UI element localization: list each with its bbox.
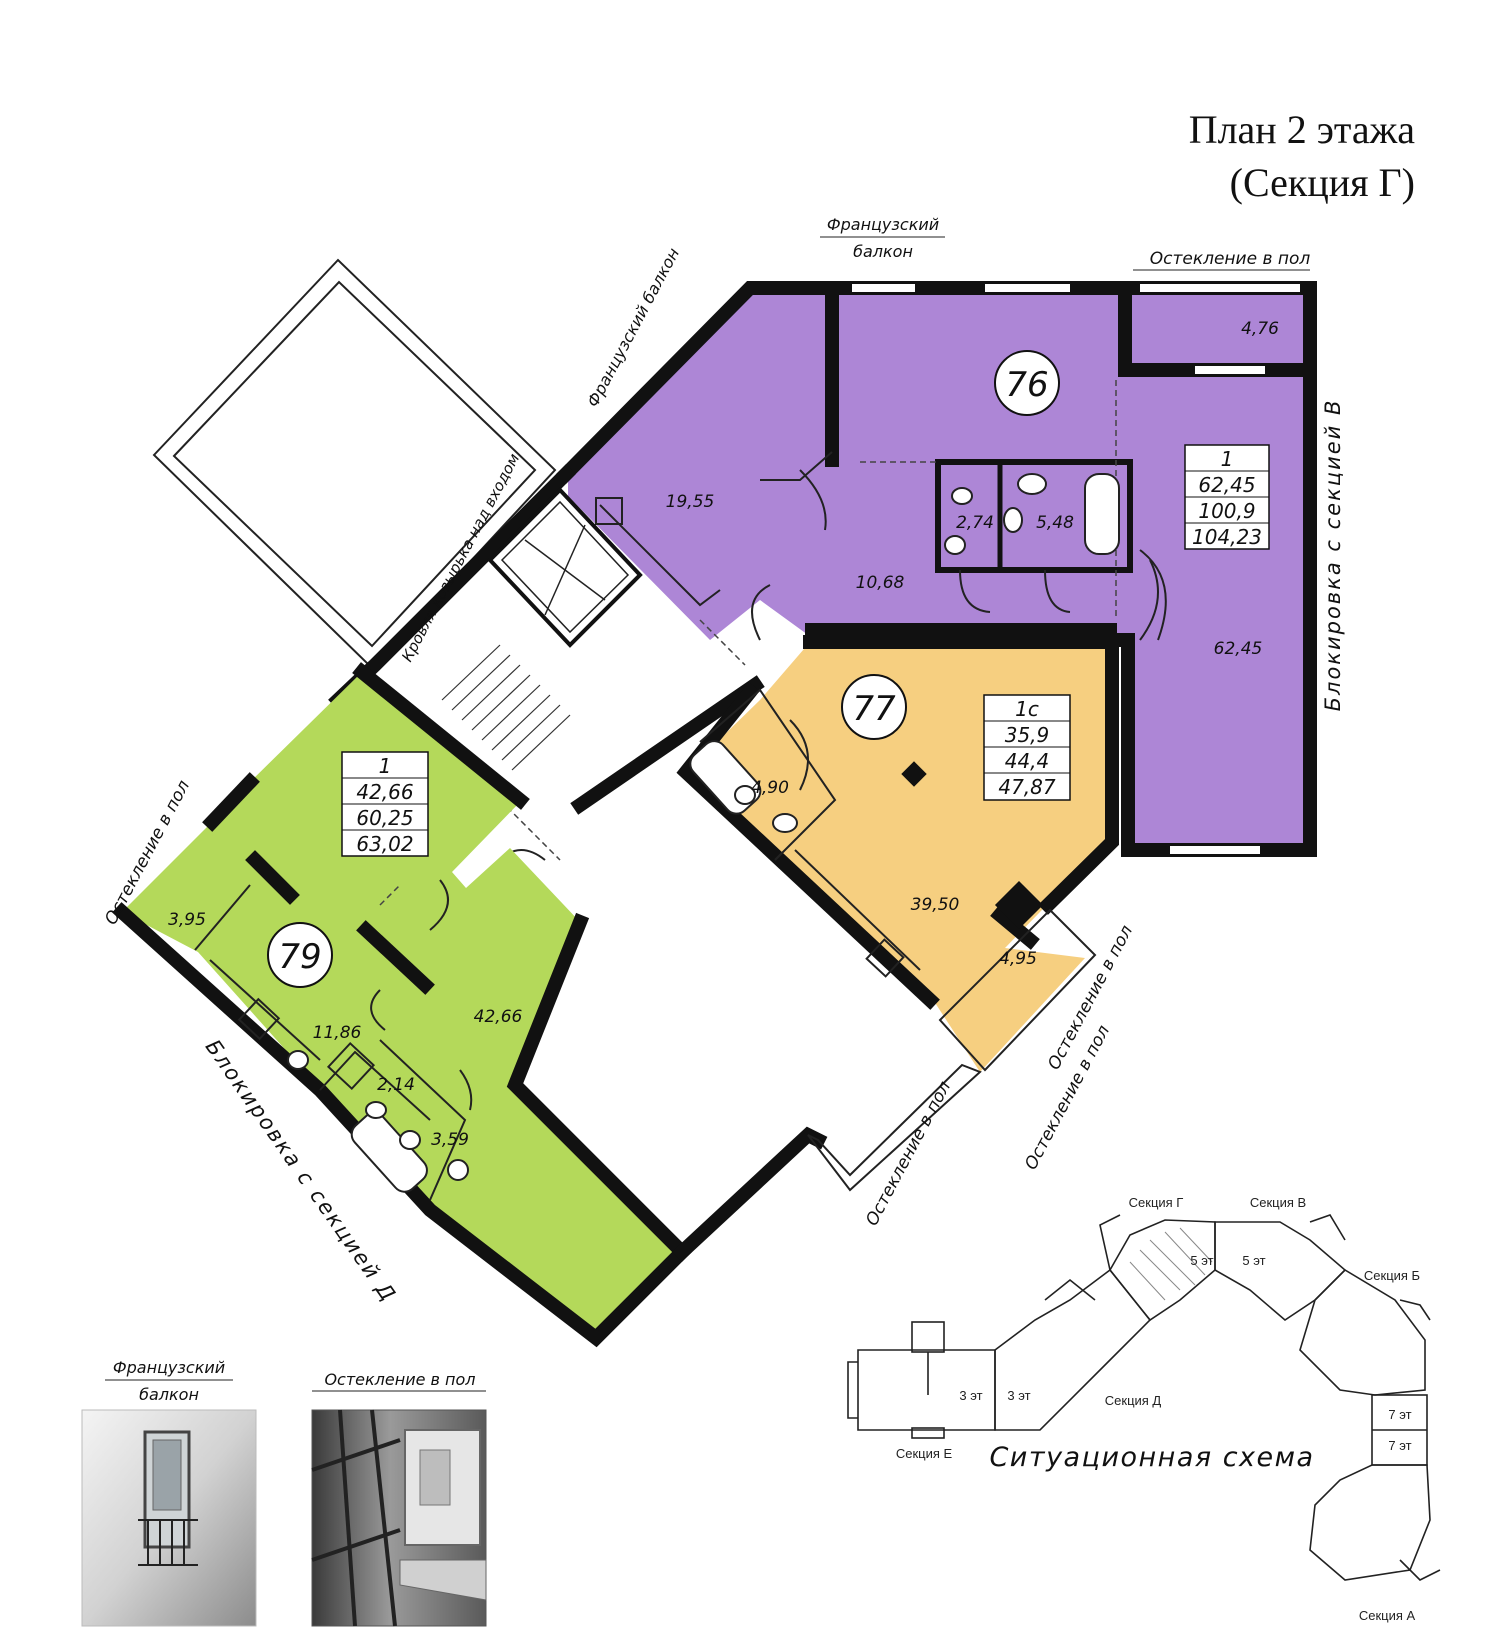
- room-77-bath-area: 4,90: [751, 778, 789, 798]
- section-g-label: Секция Г: [1129, 1195, 1184, 1210]
- apartment-79-living-area: 42,66: [356, 780, 413, 804]
- section-a-label: Секция А: [1359, 1608, 1416, 1623]
- apartment-79: 79 1 42,66 60,25 63,02 3,95 11,86 42,66 …: [112, 662, 692, 1348]
- room-79-kitchen-area: 11,86: [313, 1023, 362, 1043]
- apartment-77-total-area: 44,4: [1005, 749, 1050, 773]
- room-79-balcony-area: 3,95: [168, 910, 206, 930]
- room-79-bath-area: 3,59: [431, 1130, 469, 1150]
- apartment-79-total-area: 60,25: [356, 806, 413, 830]
- section-b-label: Секция Б: [1364, 1268, 1420, 1283]
- callout-block-v: Блокировка с секцией В: [1321, 399, 1345, 712]
- section-v-floors: 5 эт: [1242, 1253, 1265, 1268]
- room-76-balcony-area: 4,76: [1241, 319, 1279, 339]
- apartment-79-rooms: 1: [379, 754, 392, 778]
- canopy-roof-outline: [152, 258, 557, 670]
- apartment-77: 77 1с 35,9 44,4 47,87 4,90 39,50 4,95: [676, 635, 1119, 1072]
- title-line-1: План 2 этажа: [1189, 107, 1416, 152]
- title-line-2: (Секция Г): [1230, 160, 1415, 205]
- corridor-walls: [672, 1063, 982, 1262]
- section-v-label: Секция В: [1250, 1195, 1306, 1210]
- apartment-77-total-area-balcony: 47,87: [998, 775, 1056, 799]
- apartment-76-number: 76: [1005, 365, 1048, 405]
- callout-french-balcony-top-1: Французский: [827, 215, 939, 234]
- apartment-79-total-area-balcony: 63,02: [356, 832, 413, 856]
- legend-french-label-2: балкон: [139, 1385, 199, 1404]
- section-d-label: Секция Д: [1105, 1393, 1162, 1408]
- room-76-hall-area: 10,68: [856, 573, 905, 593]
- room-79-wc-area: 2,14: [377, 1075, 415, 1095]
- section-a-floors: 7 эт: [1388, 1438, 1411, 1453]
- legend: Французский балкон Остеклени: [81, 1358, 487, 1627]
- section-d-floors-1: 3 эт: [959, 1388, 982, 1403]
- section-b-floors: 7 эт: [1388, 1407, 1411, 1422]
- room-76-kitchen-area: 19,55: [666, 492, 715, 512]
- room-76-bath1-area: 2,74: [956, 513, 994, 533]
- section-g-floors: 5 эт: [1190, 1253, 1213, 1268]
- room-76-living-area: 62,45: [1214, 639, 1263, 659]
- callout-glazing-top-right: Остекление в пол: [1150, 249, 1311, 269]
- situation-scheme-title: Ситуационная схема: [989, 1442, 1314, 1473]
- apartment-76: 76 1 62,45 100,9 104,23 19,55 10,68 2,74…: [556, 281, 1317, 857]
- callout-glazing-bottom: Остекление в пол: [862, 1078, 955, 1229]
- apartment-77-living-area: 35,9: [1005, 723, 1050, 747]
- legend-french-label-1: Французский: [113, 1358, 225, 1377]
- apartment-76-living-area: 62,45: [1198, 473, 1255, 497]
- section-e-label: Секция Е: [896, 1446, 953, 1461]
- apartment-79-number-circle: [267, 922, 333, 988]
- apartment-77-number-circle: [841, 674, 907, 740]
- apartment-79-fill: [122, 672, 682, 1338]
- apartment-77-number: 77: [852, 689, 896, 729]
- room-79-living-area: 42,66: [474, 1007, 523, 1027]
- apartment-76-total-area: 100,9: [1198, 499, 1255, 523]
- legend-glazing-label: Остекление в пол: [324, 1370, 475, 1389]
- section-d-floors-2: 3 эт: [1007, 1388, 1030, 1403]
- apartment-76-rooms: 1: [1221, 447, 1234, 471]
- room-77-balcony-area: 4,95: [999, 949, 1037, 969]
- callout-french-balcony-top-2: балкон: [853, 242, 913, 261]
- apartment-76-total-area-balcony: 104,23: [1192, 525, 1262, 549]
- room-77-living-area: 39,50: [911, 895, 960, 915]
- apartment-77-column: [901, 761, 927, 787]
- apartment-76-number-circle: [994, 350, 1060, 416]
- apartment-77-rooms: 1с: [1015, 697, 1039, 721]
- situation-scheme: Секция Г Секция В Секция Б Секция Д Секц…: [847, 1195, 1441, 1623]
- room-76-bath2-area: 5,48: [1036, 513, 1074, 533]
- apartment-79-number: 79: [278, 937, 321, 977]
